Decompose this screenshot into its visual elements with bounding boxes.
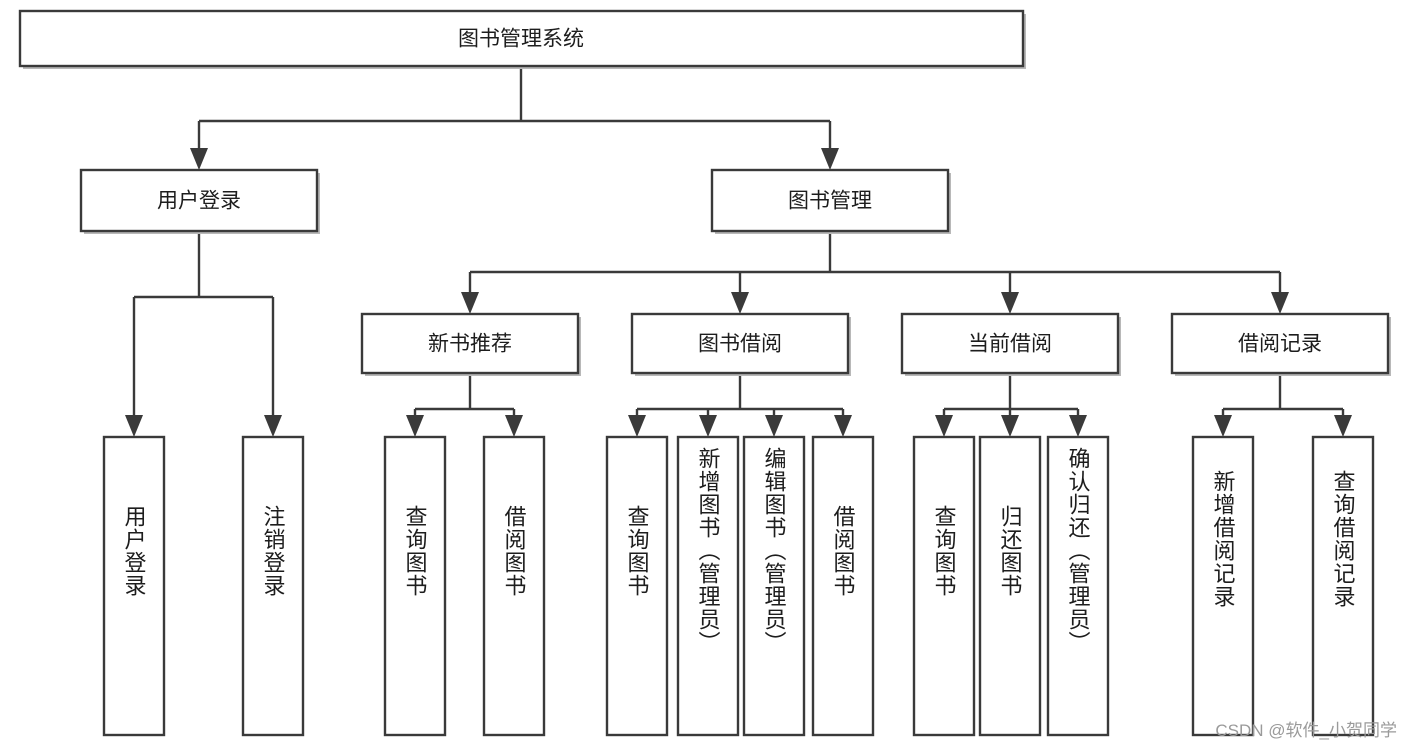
arrow-borrow-record-leaf-2 bbox=[1334, 415, 1352, 437]
leaf-box-user-login-2[interactable] bbox=[241, 435, 305, 737]
connector-group bbox=[125, 68, 1352, 437]
arrow-book-borrow-leaf-2 bbox=[699, 415, 717, 437]
leaf-box-current-borrow-3[interactable] bbox=[1046, 435, 1110, 737]
node-user-login[interactable]: 用户登录 bbox=[79, 168, 320, 234]
arrow-to-borrow-record bbox=[1271, 292, 1289, 314]
arrow-to-user-login bbox=[190, 148, 208, 170]
arrow-to-book-borrow bbox=[731, 292, 749, 314]
leaf-box-borrow-record-2[interactable] bbox=[1311, 435, 1375, 737]
arrow-new-book-leaf-2 bbox=[505, 415, 523, 437]
leaf-box-user-login-1[interactable] bbox=[102, 435, 166, 737]
arrow-new-book-leaf-1 bbox=[406, 415, 424, 437]
arrow-user-login-leaf-1 bbox=[125, 415, 143, 437]
watermark-text: CSDN @软件_小贺同学 bbox=[1215, 721, 1397, 740]
arrow-to-book-mgmt bbox=[821, 148, 839, 170]
node-book-management-label: 图书管理 bbox=[788, 190, 872, 213]
node-user-login-label: 用户登录 bbox=[157, 190, 241, 213]
node-new-book-recommend-label: 新书推荐 bbox=[428, 333, 512, 356]
arrow-to-new-book bbox=[461, 292, 479, 314]
leaf-box-book-borrow-4[interactable] bbox=[811, 435, 875, 737]
leaf-box-book-borrow-3[interactable] bbox=[742, 435, 806, 737]
arrow-book-borrow-leaf-1 bbox=[628, 415, 646, 437]
arrow-current-borrow-leaf-3 bbox=[1069, 415, 1087, 437]
node-new-book-recommend[interactable]: 新书推荐 bbox=[360, 312, 581, 376]
node-root[interactable]: 图书管理系统 bbox=[18, 9, 1026, 69]
arrow-user-login-leaf-2 bbox=[264, 415, 282, 437]
node-book-borrow-label: 图书借阅 bbox=[698, 333, 782, 356]
leaf-box-group bbox=[102, 435, 1375, 737]
arrow-book-borrow-leaf-4 bbox=[834, 415, 852, 437]
leaf-box-book-borrow-1[interactable] bbox=[605, 435, 669, 737]
node-borrow-record-label: 借阅记录 bbox=[1238, 333, 1322, 356]
arrow-current-borrow-leaf-1 bbox=[935, 415, 953, 437]
leaf-box-book-borrow-2[interactable] bbox=[676, 435, 740, 737]
node-current-borrow[interactable]: 当前借阅 bbox=[900, 312, 1121, 376]
arrow-borrow-record-leaf-1 bbox=[1214, 415, 1232, 437]
node-current-borrow-label: 当前借阅 bbox=[968, 333, 1052, 356]
leaf-box-current-borrow-2[interactable] bbox=[978, 435, 1042, 737]
node-borrow-record[interactable]: 借阅记录 bbox=[1170, 312, 1391, 376]
leaf-box-current-borrow-1[interactable] bbox=[912, 435, 976, 737]
arrow-to-current-borrow bbox=[1001, 292, 1019, 314]
leaf-box-new-book-2[interactable] bbox=[482, 435, 546, 737]
node-root-label: 图书管理系统 bbox=[458, 28, 584, 51]
leaf-box-borrow-record-1[interactable] bbox=[1191, 435, 1255, 737]
arrow-current-borrow-leaf-2 bbox=[1001, 415, 1019, 437]
arrow-book-borrow-leaf-3 bbox=[765, 415, 783, 437]
node-book-management[interactable]: 图书管理 bbox=[710, 168, 951, 234]
node-book-borrow[interactable]: 图书借阅 bbox=[630, 312, 851, 376]
leaf-box-new-book-1[interactable] bbox=[383, 435, 447, 737]
